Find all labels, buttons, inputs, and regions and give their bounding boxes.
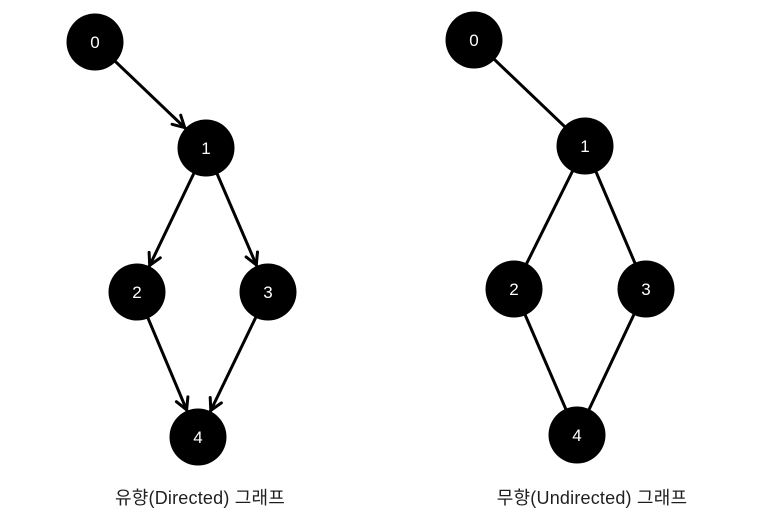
node-label-directed-4: 4: [193, 428, 202, 447]
node-directed-0: [66, 13, 124, 71]
arrowhead-icon: [147, 250, 162, 267]
node-undirected-2: [485, 260, 543, 318]
node-label-undirected-4: 4: [572, 426, 581, 445]
node-label-undirected-0: 0: [469, 31, 478, 50]
node-label-directed-0: 0: [90, 33, 99, 52]
node-directed-2: [108, 263, 166, 321]
node-label-directed-3: 3: [263, 283, 272, 302]
node-undirected-0: [445, 11, 503, 69]
node-label-directed-1: 1: [201, 139, 210, 158]
node-label-undirected-2: 2: [509, 280, 518, 299]
arrowhead-icon: [244, 250, 259, 267]
arrowhead-icon: [170, 113, 187, 130]
arrowhead-icon: [208, 396, 223, 412]
node-undirected-3: [617, 260, 675, 318]
caption-directed-graph: 유향(Directed) 그래프: [114, 488, 286, 508]
graph-undirected: 0 1 2 3 4: [445, 11, 675, 464]
node-undirected-1: [556, 117, 614, 175]
node-label-directed-2: 2: [132, 283, 141, 302]
node-directed-3: [239, 263, 297, 321]
node-undirected-4: [548, 406, 606, 464]
node-directed-4: [169, 408, 227, 466]
graph-directed: 0 1 2 3 4: [66, 13, 297, 466]
node-directed-1: [177, 119, 235, 177]
arrowhead-icon: [174, 395, 190, 412]
caption-undirected-graph: 무향(Undirected) 그래프: [496, 488, 688, 508]
node-label-undirected-3: 3: [641, 280, 650, 299]
node-label-undirected-1: 1: [580, 137, 589, 156]
